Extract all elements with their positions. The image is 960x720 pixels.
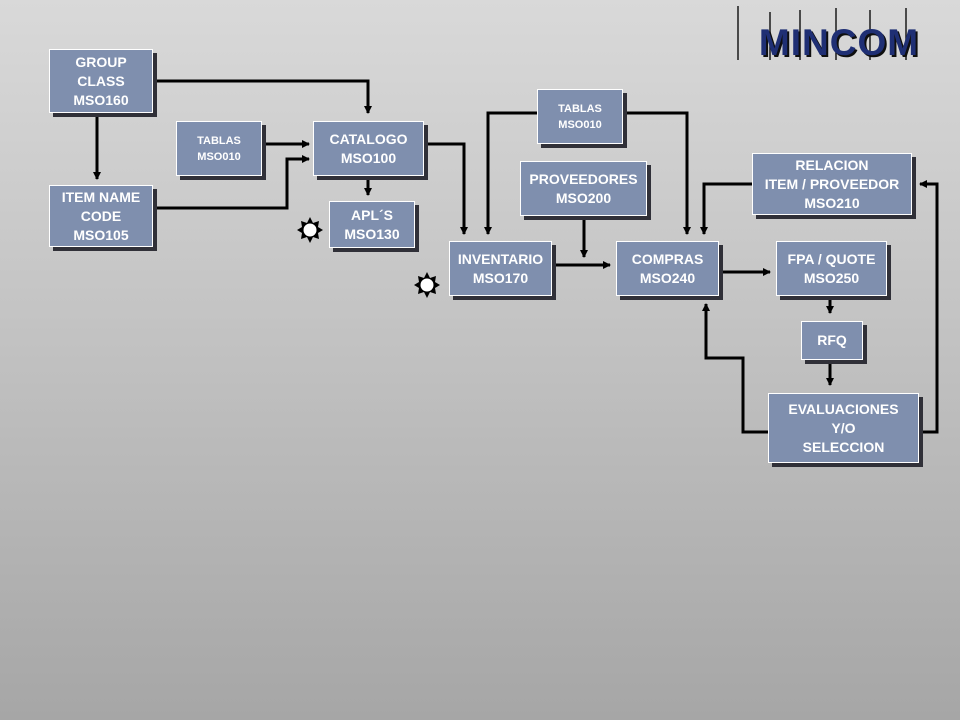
box-label: MSO200 [555, 189, 612, 206]
tablas-left-box[interactable]: TABLAS MSO010 [176, 121, 262, 176]
box-label: FPA / QUOTE [787, 250, 876, 267]
box-label: MSO100 [340, 149, 397, 166]
box-label: COMPRAS [631, 250, 704, 267]
box-label: ITEM / PROVEEDOR [764, 175, 900, 192]
connector-catalogo-to-inventario [425, 142, 468, 235]
svg-text:MINCOM: MINCOM [761, 24, 921, 65]
connector-relacion-to-compras [700, 182, 752, 235]
box-label: EVALUACIONES [788, 400, 899, 417]
box-label: RFQ [817, 332, 847, 348]
box-label: CODE [80, 207, 122, 224]
box-label: MSO160 [73, 91, 129, 108]
box-label: PROVEEDORES [529, 170, 638, 187]
group-class-box[interactable]: GROUP CLASS MSO160 [49, 49, 153, 113]
box-label: ITEM NAME [61, 188, 141, 205]
box-label: Y/O [831, 419, 856, 436]
box-label: CLASS [77, 72, 125, 89]
fpa-quote-box[interactable]: FPA / QUOTE MSO250 [776, 241, 887, 296]
box-label: MSO130 [344, 225, 400, 242]
box-label: MSO010 [197, 150, 241, 163]
connector-group-to-catalogo [153, 79, 372, 114]
box-label: MSO010 [558, 118, 602, 131]
box-label: MSO170 [472, 269, 529, 286]
box-label: MSO105 [73, 226, 129, 243]
box-label: MSO250 [803, 269, 860, 286]
connector-tablas-to-inventario [484, 111, 537, 235]
apls-box[interactable]: APL´S MSO130 [329, 201, 415, 248]
box-label: MSO240 [639, 269, 696, 286]
sun-burst-icon [297, 217, 323, 243]
catalogo-box[interactable]: CATALOGO MSO100 [313, 121, 424, 176]
box-label: TABLAS [558, 102, 602, 115]
compras-box[interactable]: COMPRAS MSO240 [616, 241, 719, 296]
connector-evaluaciones-to-compras [702, 303, 768, 434]
connector-tablas-to-compras [624, 111, 691, 235]
proveedores-box[interactable]: PROVEEDORES MSO200 [520, 161, 647, 216]
inventario-box[interactable]: INVENTARIO MSO170 [449, 241, 552, 296]
box-label: TABLAS [197, 134, 241, 147]
rfq-box[interactable]: RFQ [801, 321, 863, 360]
box-label: RELACION [795, 156, 869, 173]
box-label: CATALOGO [329, 130, 408, 147]
relacion-box[interactable]: RELACION ITEM / PROVEEDOR MSO210 [752, 153, 912, 215]
connector-evaluaciones-to-relacion [919, 180, 939, 434]
evaluaciones-box[interactable]: EVALUACIONES Y/O SELECCION [768, 393, 919, 463]
box-label: SELECCION [802, 438, 885, 455]
logo-text: MINCOM [759, 22, 919, 63]
box-label: INVENTARIO [457, 250, 544, 267]
mincom-logo: MINCOM MINCOM [737, 6, 921, 65]
box-label: GROUP [75, 53, 127, 70]
box-label: APL´S [351, 206, 393, 223]
item-name-code-box[interactable]: ITEM NAME CODE MSO105 [49, 185, 153, 247]
sun-burst-icon [414, 272, 440, 298]
box-label: MSO210 [804, 194, 860, 211]
connector-itemname-to-catalogo [155, 155, 310, 210]
tablas-top-box[interactable]: TABLAS MSO010 [537, 89, 623, 144]
